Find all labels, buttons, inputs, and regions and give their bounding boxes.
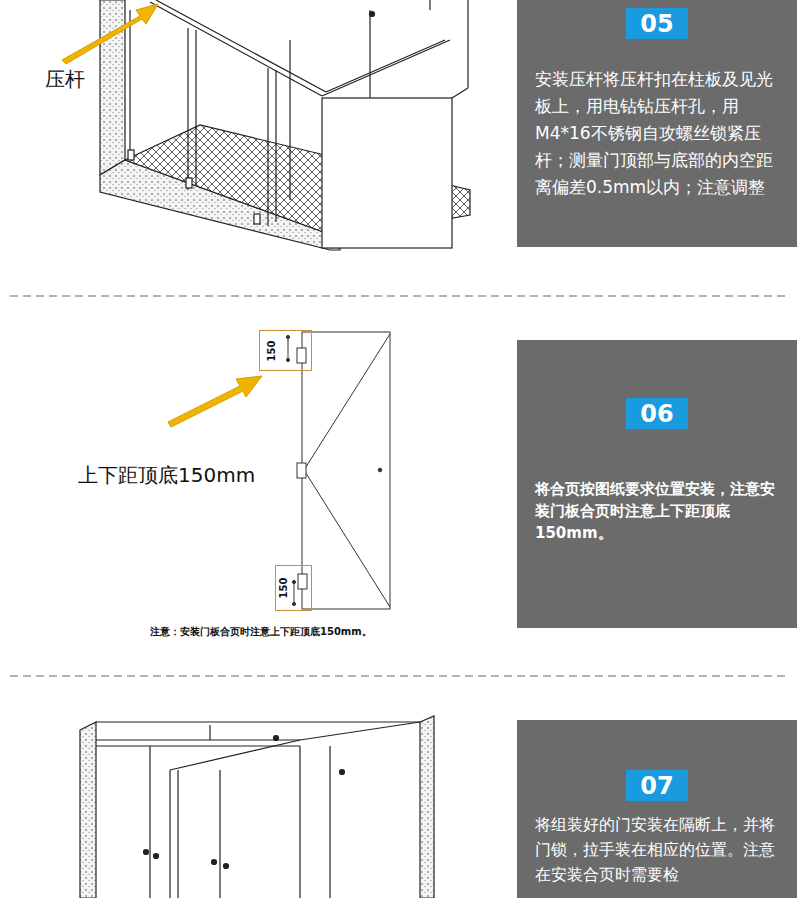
step-description: 将合页按图纸要求位置安装，注意安装门板合页时注意上下距顶底150mm。	[535, 478, 783, 544]
partition-illustration-3	[80, 716, 434, 898]
dimension-value: 150	[266, 340, 278, 361]
dashed-separator	[10, 295, 790, 296]
dimension-note: 上下距顶底150mm	[78, 462, 255, 489]
pointer-arrow	[62, 4, 158, 64]
dimension-value: 150	[278, 578, 290, 599]
partition-illustration-1	[100, 0, 470, 250]
step-number-badge: 06	[626, 398, 688, 429]
step-panel: 安装压杆将压杆扣在柱板及见光板上，用电钻钻压杆孔，用M4*16不锈钢自攻螺丝锁紧…	[517, 0, 797, 247]
step-number: 07	[640, 772, 673, 800]
door-elevation	[286, 332, 390, 609]
step-description: 将组装好的门安装在隔断上，并将门锁，拉手装在相应的位置。注意在安装合页时需要检	[535, 812, 783, 887]
step-number-badge: 07	[626, 770, 688, 801]
footnote: 注意：安装门板合页时注意上下距顶底150mm。	[150, 625, 372, 639]
dashed-separator	[10, 675, 790, 676]
step-panel: 将组装好的门安装在隔断上，并将门锁，拉手装在相应的位置。注意在安装合页时需要检 0…	[517, 720, 797, 898]
step-number: 05	[640, 10, 673, 38]
pointer-arrow	[168, 376, 262, 427]
hinge-callout-box: 150	[259, 330, 312, 371]
part-label: 压杆	[45, 66, 85, 93]
step-description: 安装压杆将压杆扣在柱板及见光板上，用电钻钻压杆孔，用M4*16不锈钢自攻螺丝锁紧…	[535, 66, 785, 201]
hinge-callout-box: 150	[275, 565, 312, 611]
step-number-badge: 05	[626, 8, 688, 39]
step-panel: 将合页按图纸要求位置安装，注意安装门板合页时注意上下距顶底150mm。 06	[517, 340, 797, 628]
step-number: 06	[640, 400, 673, 428]
